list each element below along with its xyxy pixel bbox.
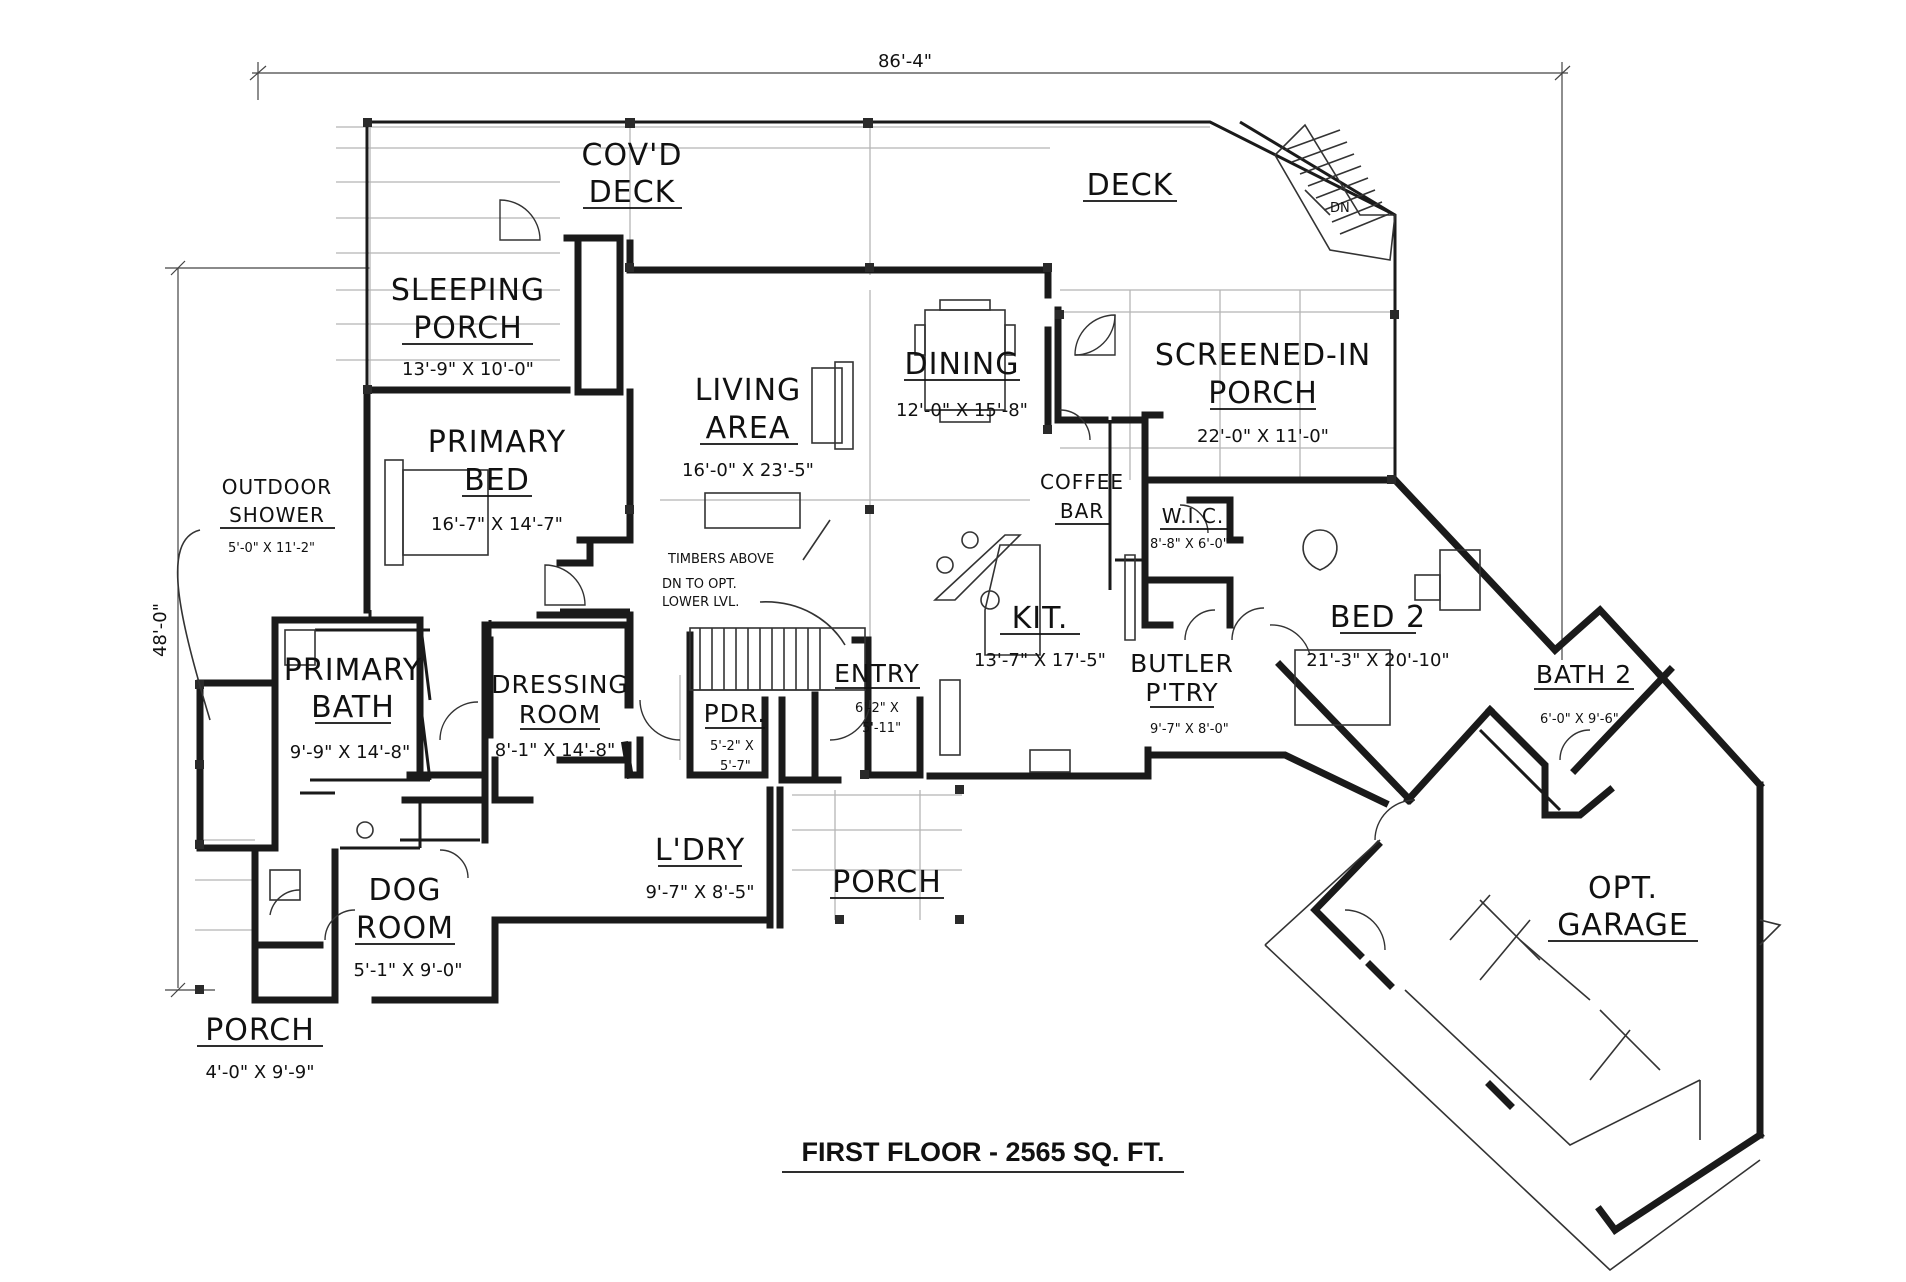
room-labels: COV'D DECK DECK SLEEPING PORCH 13'-9" X … xyxy=(197,138,1698,1083)
room-name-screened-2: PORCH xyxy=(1208,376,1318,411)
interior-walls-heavy xyxy=(396,536,644,804)
room-size-laundry: 9'-7" X 8'-5" xyxy=(645,882,754,903)
room-name-primary-bed-2: BED xyxy=(464,463,530,498)
room-name-bed-2: BED 2 xyxy=(1330,600,1426,635)
room-size-dog-room: 5'-1" X 9'-0" xyxy=(353,960,462,981)
room-name-entry: ENTRY xyxy=(834,659,920,688)
garage-outline xyxy=(1264,839,1782,1272)
room-name-bath-2: BATH 2 xyxy=(1536,660,1632,689)
room-size-screened: 22'-0" X 11'-0" xyxy=(1197,426,1329,447)
furniture xyxy=(269,299,1481,901)
room-size-powder-1: 5'-2" X xyxy=(710,739,754,754)
room-name-outdoor-shower-1: OUTDOOR xyxy=(222,475,332,499)
deck-outline xyxy=(365,120,1397,480)
room-name-primary-bed-1: PRIMARY xyxy=(428,425,566,460)
room-size-wic: 8'-8" X 6'-0" xyxy=(1150,537,1229,552)
room-name-garage-1: OPT. xyxy=(1588,871,1658,906)
room-size-bed-2: 21'-3" X 20'-10" xyxy=(1306,650,1449,671)
kitchen-fixtures xyxy=(932,531,1136,773)
room-name-front-porch: PORCH xyxy=(832,865,942,900)
room-name-powder: PDR. xyxy=(704,699,767,728)
room-name-sleeping-porch-1: SLEEPING xyxy=(391,273,545,308)
room-name-coffee-bar-2: BAR xyxy=(1060,499,1104,523)
room-size-sleeping-porch: 13'-9" X 10'-0" xyxy=(402,359,534,380)
door-swings xyxy=(269,199,1591,951)
room-name-dining: DINING xyxy=(905,347,1020,382)
room-size-primary-bed: 16'-7" X 14'-7" xyxy=(431,514,563,535)
stair-note-line1: DN TO OPT. xyxy=(662,577,737,592)
room-name-primary-bath-1: PRIMARY xyxy=(284,653,422,688)
room-name-living-2: AREA xyxy=(706,411,791,446)
room-size-dining: 12'-0" X 15'-8" xyxy=(896,400,1028,421)
stair-note-line2: LOWER LVL. xyxy=(662,595,739,610)
deck-stair-note: DN xyxy=(1330,201,1350,216)
room-name-laundry: L'DRY xyxy=(655,833,745,868)
room-size-dressing: 8'-1" X 14'-8" xyxy=(495,740,615,761)
room-name-screened-1: SCREENED-IN xyxy=(1155,338,1371,373)
plan-title: FIRST FLOOR - 2565 SQ. FT. xyxy=(801,1137,1164,1167)
leader-lines xyxy=(176,519,846,721)
room-size-entry-1: 6'-2" X xyxy=(855,701,899,716)
room-size-living: 16'-0" X 23'-5" xyxy=(682,460,814,481)
room-name-garage-2: GARAGE xyxy=(1557,908,1689,943)
room-name-dressing-1: DRESSING xyxy=(491,670,629,699)
deck-framing xyxy=(195,118,1395,931)
room-name-dog-room-2: ROOM xyxy=(356,911,454,946)
room-name-covd-deck-1: COV'D xyxy=(582,138,683,173)
room-name-butler-1: BUTLER xyxy=(1130,649,1234,678)
timbers-above-note: TIMBERS ABOVE xyxy=(667,552,774,567)
room-size-kitchen: 13'-7" X 17'-5" xyxy=(974,650,1106,671)
room-size-primary-bath: 9'-9" X 14'-8" xyxy=(290,742,410,763)
room-name-sleeping-porch-2: PORCH xyxy=(413,311,523,346)
room-name-wic: W.I.C. xyxy=(1162,504,1224,528)
room-name-deck: DECK xyxy=(1087,168,1174,203)
room-size-butler: 9'-7" X 8'-0" xyxy=(1150,722,1229,737)
room-size-entry-2: 5'-11" xyxy=(862,721,901,736)
room-size-powder-2: 5'-7" xyxy=(720,759,751,774)
room-size-bath-2: 6'-0" X 9'-6" xyxy=(1540,712,1619,727)
room-size-side-porch: 4'-0" X 9'-9" xyxy=(205,1062,314,1083)
room-name-coffee-bar-1: COFFEE xyxy=(1040,470,1124,494)
room-name-primary-bath-2: BATH xyxy=(311,690,395,725)
overall-depth-label: 48'-0" xyxy=(150,603,171,657)
room-name-outdoor-shower-2: SHOWER xyxy=(229,503,325,527)
room-name-covd-deck-2: DECK xyxy=(589,175,676,210)
room-name-butler-2: P'TRY xyxy=(1145,678,1218,707)
posts xyxy=(195,118,1399,994)
dimension-lines xyxy=(165,62,1571,998)
room-name-living-1: LIVING xyxy=(695,373,802,408)
room-name-dog-room-1: DOG xyxy=(369,873,442,908)
room-size-outdoor-shower: 5'-0" X 11'-2" xyxy=(228,541,315,556)
overall-width-label: 86'-4" xyxy=(878,51,932,72)
room-name-dressing-2: ROOM xyxy=(519,700,601,729)
room-name-kitchen: KIT. xyxy=(1012,601,1069,636)
exterior-walls xyxy=(196,234,1765,1235)
interior-stair xyxy=(689,627,866,691)
room-name-side-porch: PORCH xyxy=(205,1013,315,1048)
